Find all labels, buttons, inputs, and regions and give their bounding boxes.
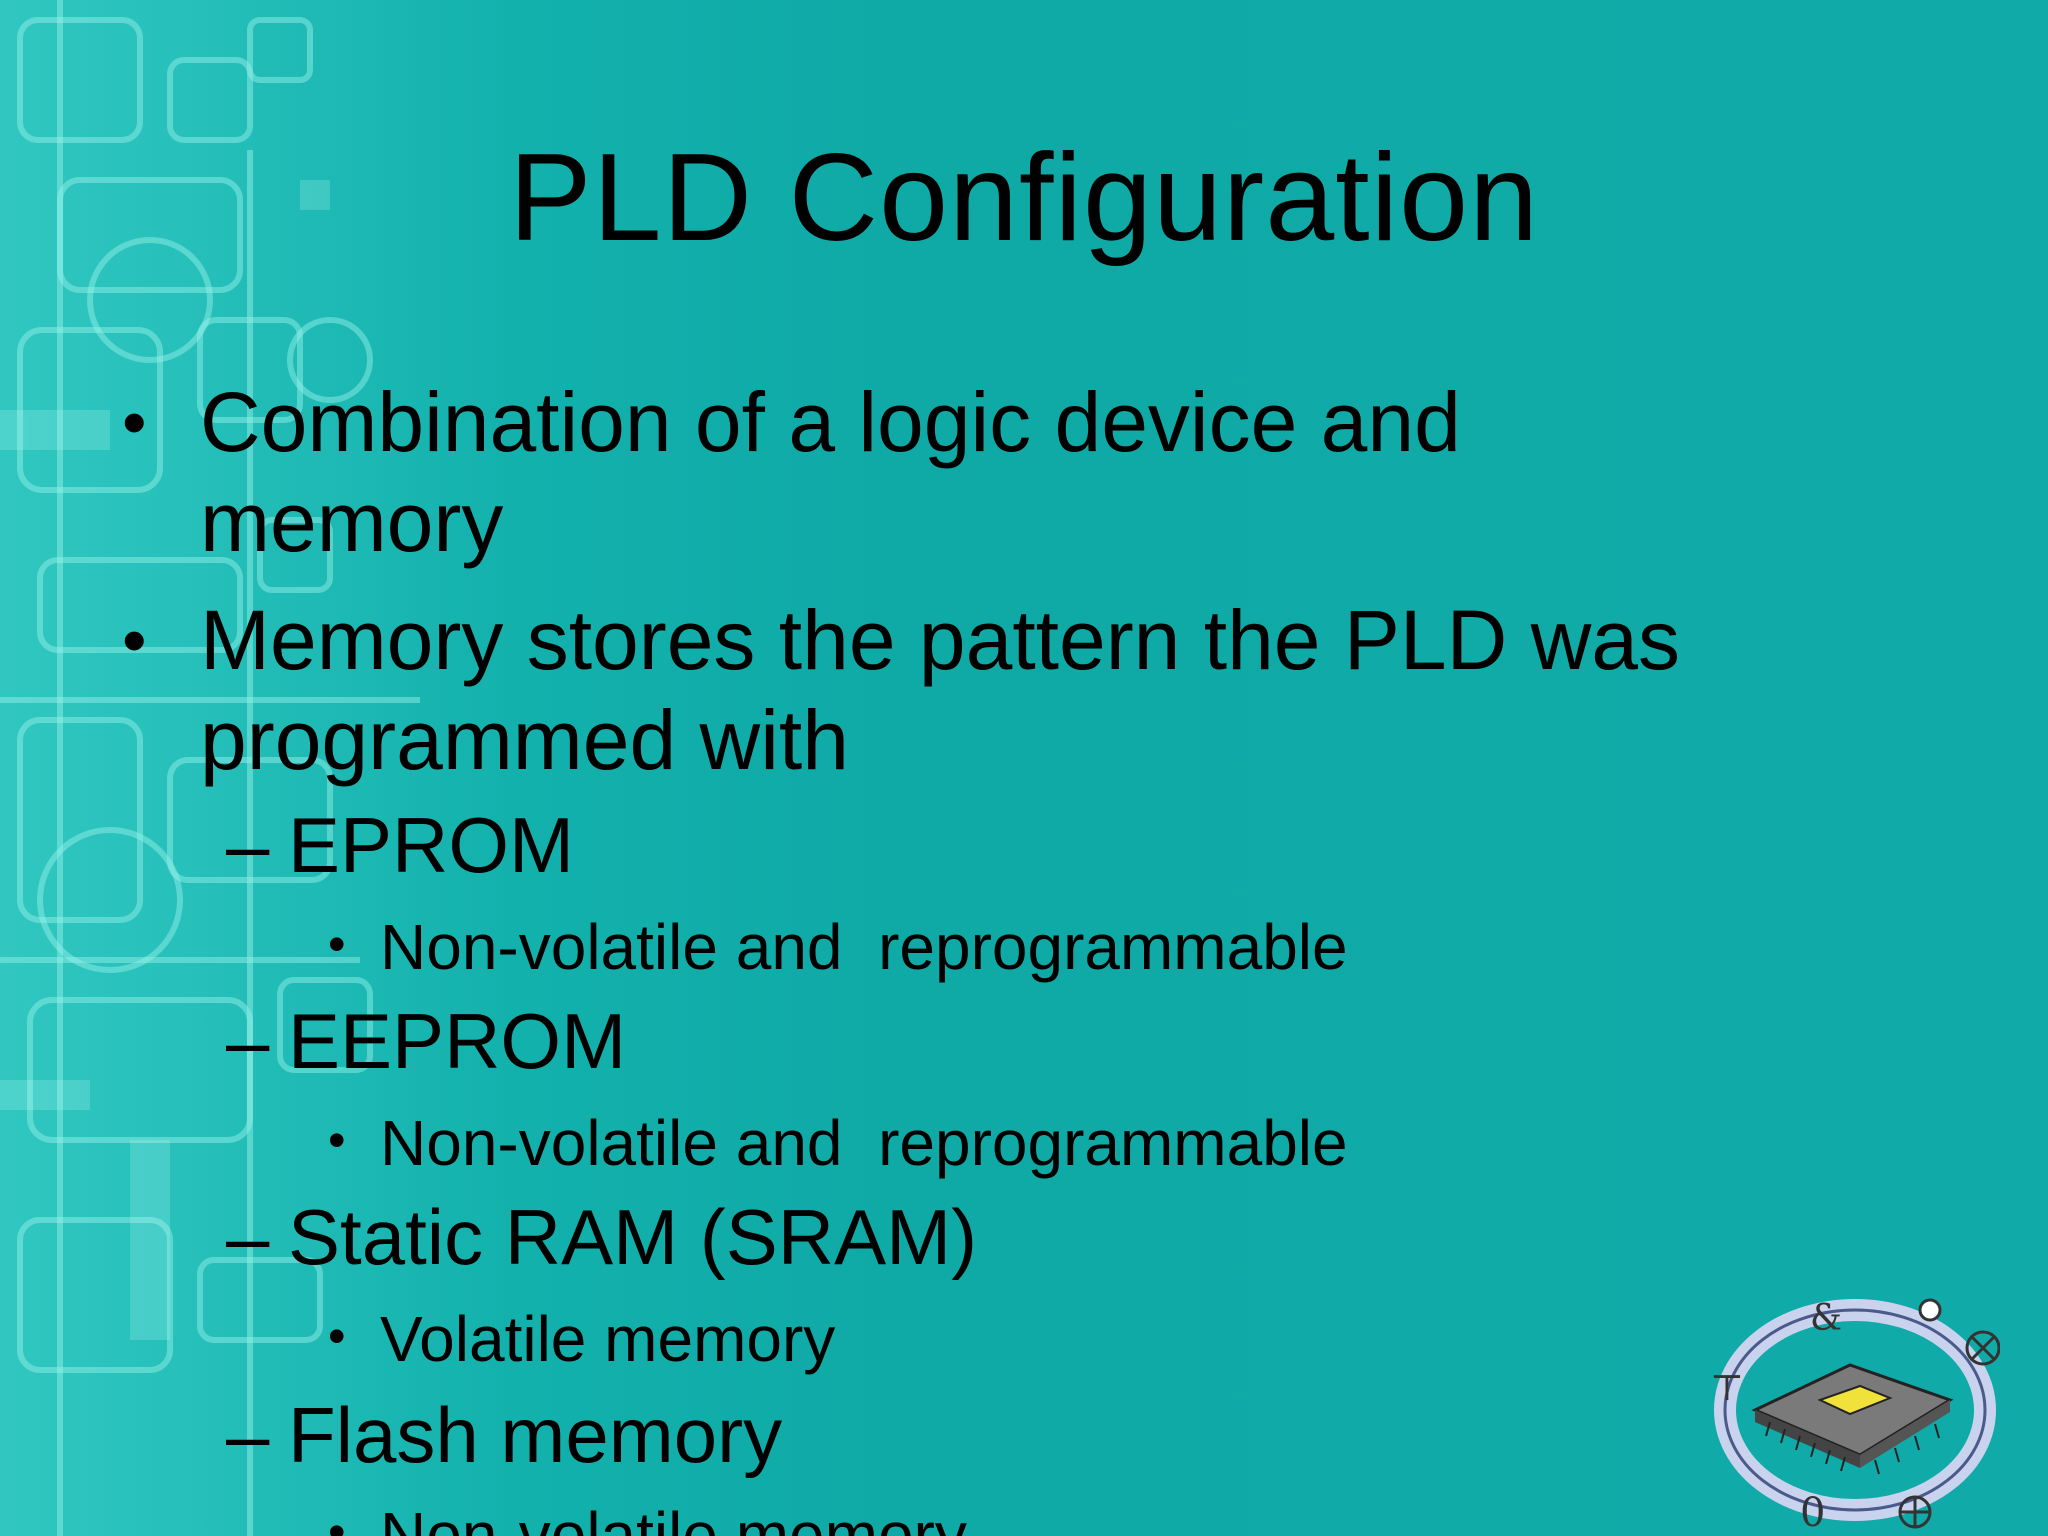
bullet-text-line: memory xyxy=(200,475,504,569)
bullet-marker: • xyxy=(122,383,147,461)
circuit-pattern-decoration xyxy=(0,0,520,1536)
sub-item-label: Static RAM (SRAM) xyxy=(288,1193,978,1281)
sub-item: –Flash memory xyxy=(226,1390,782,1480)
dash-marker: – xyxy=(226,801,270,889)
dash-marker: – xyxy=(226,997,270,1085)
bullet-text-line: programmed with xyxy=(200,693,849,787)
sub-item-label: EEPROM xyxy=(288,997,627,1085)
dash-marker: – xyxy=(226,1193,270,1281)
sub-item-detail-text: Non-volatile memory xyxy=(380,1499,967,1536)
sub-item-detail: • Non-volatile and reprogrammable xyxy=(328,1100,1348,1183)
bullet-marker: • xyxy=(328,1504,346,1536)
slide-title: PLD Configuration xyxy=(508,129,1540,267)
sub-item-detail-text: Volatile memory xyxy=(380,1303,836,1375)
chip-logic-symbols-logo: & 0 ⊤ xyxy=(1710,1298,2000,1536)
svg-text:⊤: ⊤ xyxy=(1710,1368,1744,1409)
bullet-text-line: Combination of a logic device and xyxy=(200,375,1461,469)
sub-item-detail: • Non-volatile and reprogrammable xyxy=(328,904,1348,987)
sub-item-detail: • Volatile memory xyxy=(328,1296,835,1379)
sub-item-detail-text: Non-volatile and reprogrammable xyxy=(380,1107,1348,1179)
bullet-marker: • xyxy=(328,1308,346,1364)
sub-item: –EPROM xyxy=(226,800,574,890)
bullet-text-line: Memory stores the pattern the PLD was xyxy=(200,593,1680,687)
sub-item-label: EPROM xyxy=(288,801,575,889)
bullet-marker: • xyxy=(328,916,346,972)
sub-item: –Static RAM (SRAM) xyxy=(226,1192,977,1282)
bullet-marker: • xyxy=(122,601,147,679)
sub-item-detail: • Non-volatile memory xyxy=(328,1492,967,1536)
svg-text:0: 0 xyxy=(1800,1490,1825,1536)
bullet-marker: • xyxy=(328,1112,346,1168)
sub-item-detail-text: Non-volatile and reprogrammable xyxy=(380,911,1348,983)
svg-text:&: & xyxy=(1810,1298,1842,1339)
sub-item: –EEPROM xyxy=(226,996,626,1086)
sub-item-label: Flash memory xyxy=(288,1391,783,1479)
dash-marker: – xyxy=(226,1391,270,1479)
